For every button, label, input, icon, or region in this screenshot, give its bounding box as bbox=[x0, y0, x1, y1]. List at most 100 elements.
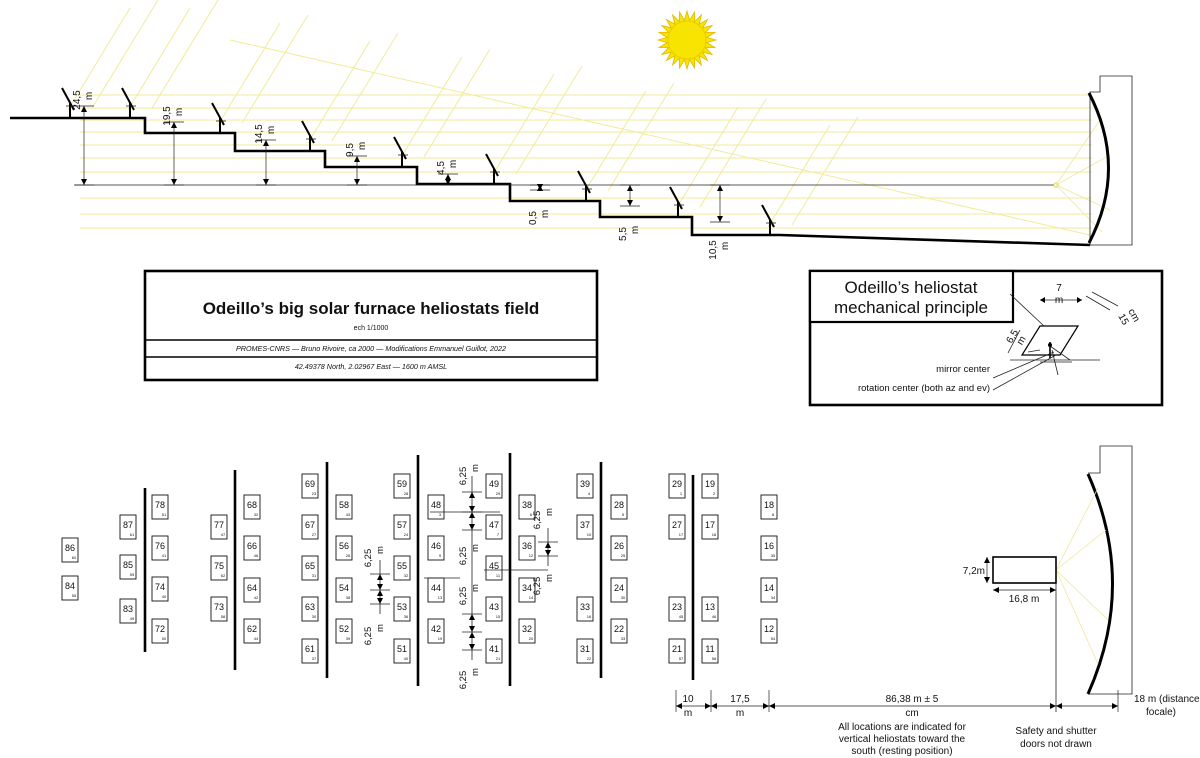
elevation-unit: m bbox=[630, 226, 641, 234]
heliostat-subnumber: 3 bbox=[439, 512, 442, 517]
elevation-heliostat-icon bbox=[669, 186, 684, 217]
elevation-unit: m bbox=[174, 108, 185, 116]
elevation-heliostat-icon bbox=[301, 120, 316, 151]
heliostat-subnumber: 46 bbox=[254, 553, 259, 558]
heliostat-number: 33 bbox=[580, 602, 590, 612]
scale-label: ech 1/1000 bbox=[354, 325, 389, 332]
mirror-center-label: mirror center bbox=[936, 364, 990, 375]
heliostat-number: 46 bbox=[431, 541, 441, 551]
dim-15-value: 15 bbox=[1115, 312, 1130, 328]
heliostat-number: 72 bbox=[155, 624, 165, 634]
rotation-center-label: rotation center (both az and ev) bbox=[858, 383, 990, 394]
heliostat-subnumber: 31 bbox=[312, 573, 317, 578]
title-block: Odeillo’s big solar furnace heliostats f… bbox=[143, 269, 599, 382]
heliostat-number: 34 bbox=[522, 583, 532, 593]
heliostat-subnumber: 13 bbox=[438, 595, 443, 600]
heliostat-number: 62 bbox=[247, 624, 257, 634]
heliostat-subnumber: 60 bbox=[72, 555, 77, 560]
sun-icon bbox=[656, 9, 718, 71]
heliostat-number: 54 bbox=[339, 583, 349, 593]
dim-18-unit: focale) bbox=[1146, 707, 1176, 718]
elevation-value: 4,5 bbox=[436, 161, 447, 175]
heliostat-38: 386 bbox=[518, 494, 536, 520]
heliostat-subnumber: 41 bbox=[162, 553, 167, 558]
heliostat-subnumber: 45 bbox=[679, 614, 684, 619]
main-title: Odeillo’s big solar furnace heliostats f… bbox=[203, 299, 540, 318]
heliostat-subnumber: 54 bbox=[771, 636, 776, 641]
dim-8638-unit: cm bbox=[905, 708, 918, 719]
heliostat-subnumber: 25 bbox=[621, 553, 626, 558]
elevation-heliostat-icon bbox=[211, 102, 226, 133]
elevation-unit: m bbox=[84, 92, 95, 100]
heliostat-number: 78 bbox=[155, 500, 165, 510]
tower-building bbox=[992, 556, 1057, 584]
dim-10-unit: m bbox=[684, 708, 692, 719]
elevation-unit: m bbox=[540, 210, 551, 218]
heliostat-19: 192 bbox=[701, 473, 719, 499]
heliostat-number: 73 bbox=[214, 602, 224, 612]
orientation-note-3: south (resting position) bbox=[851, 746, 952, 757]
mechanical-title-1: Odeillo’s heliostat bbox=[845, 278, 978, 297]
orientation-note-1: All locations are indicated for bbox=[838, 722, 967, 733]
elevation-value: 14,5 bbox=[254, 124, 265, 144]
heliostat-number: 45 bbox=[489, 561, 499, 571]
heliostat-subnumber: 59 bbox=[130, 572, 135, 577]
heliostat-number: 12 bbox=[764, 624, 774, 634]
heliostat-number: 16 bbox=[764, 541, 774, 551]
heliostat-number: 29 bbox=[672, 479, 682, 489]
heliostat-number: 51 bbox=[397, 644, 407, 654]
heliostat-48: 483 bbox=[427, 494, 445, 520]
elevation-unit: m bbox=[266, 126, 277, 134]
heliostat-subnumber: 10 bbox=[587, 532, 592, 537]
building-width-label: 7,2m bbox=[963, 566, 985, 577]
svg-text:m: m bbox=[470, 668, 481, 676]
heliostat-number: 69 bbox=[305, 479, 315, 489]
heliostat-subnumber: 20 bbox=[529, 636, 534, 641]
heliostat-subnumber: 62 bbox=[221, 573, 226, 578]
elevation-unit: m bbox=[448, 160, 459, 168]
parabolic-concentrator bbox=[1087, 92, 1110, 244]
furnace-plan bbox=[984, 445, 1133, 712]
spacing-arrows bbox=[377, 492, 551, 650]
elevation-heliostat-icon bbox=[393, 136, 408, 167]
svg-text:m: m bbox=[375, 624, 386, 632]
heliostat-number: 44 bbox=[431, 583, 441, 593]
heliostat-number: 13 bbox=[705, 602, 715, 612]
heliostat-subnumber: 23 bbox=[312, 491, 317, 496]
svg-text:m: m bbox=[544, 574, 555, 582]
heliostat-number: 61 bbox=[305, 644, 315, 654]
heliostat-subnumber: 24 bbox=[404, 532, 409, 537]
heliostat-number: 17 bbox=[705, 520, 715, 530]
svg-text:6,25: 6,25 bbox=[458, 587, 469, 606]
heliostat-subnumber: 28 bbox=[404, 491, 409, 496]
heliostat-subnumber: 18 bbox=[712, 532, 717, 537]
dim-175-value: 17,5 bbox=[730, 694, 750, 705]
heliostat-number: 36 bbox=[522, 541, 532, 551]
svg-text:6,25: 6,25 bbox=[458, 467, 469, 486]
dim-8638-value: 86,38 m ± 5 bbox=[886, 694, 939, 705]
heliostat-number: 21 bbox=[672, 644, 682, 654]
dim-7-unit: m bbox=[1055, 295, 1063, 306]
heliostat-number: 76 bbox=[155, 541, 165, 551]
